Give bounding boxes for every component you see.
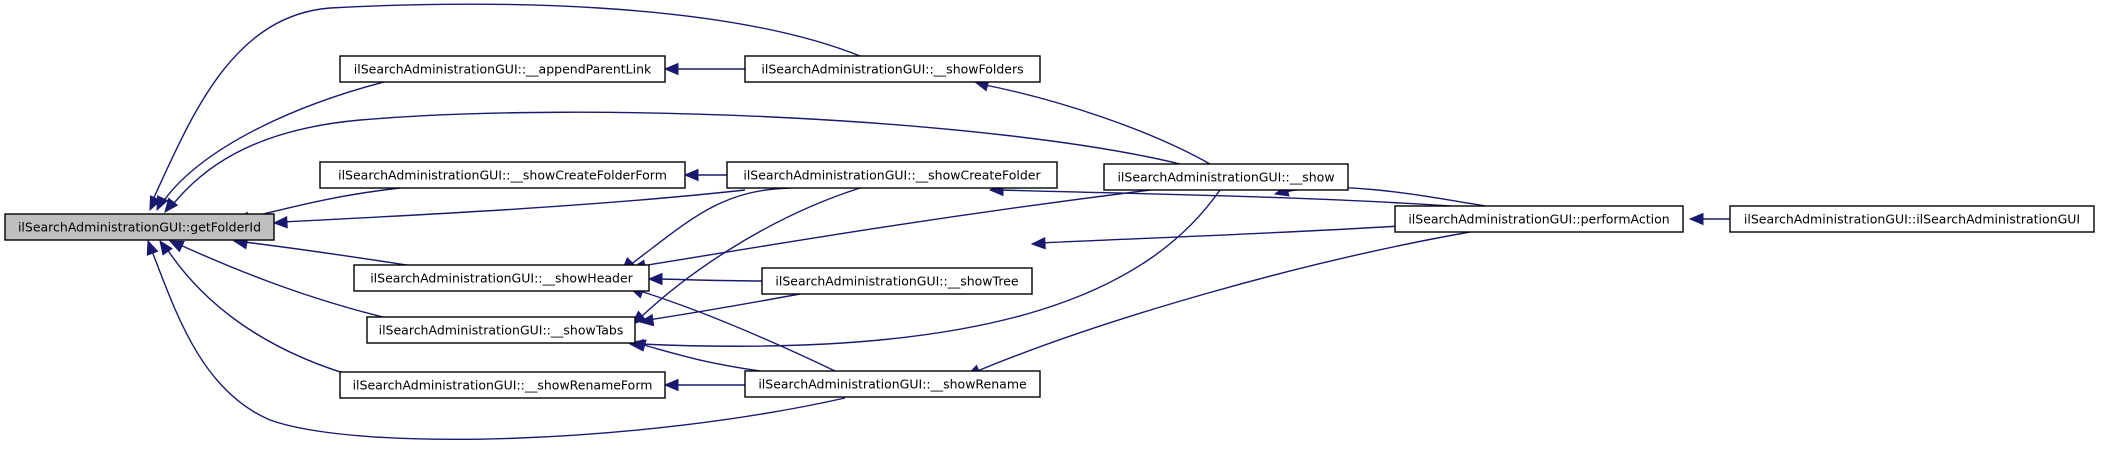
node-label: ilSearchAdministrationGUI::__showTabs xyxy=(379,323,624,338)
arrowhead-show-to-getFolderId xyxy=(164,197,179,214)
node-label: ilSearchAdministrationGUI::__showRenameF… xyxy=(353,378,653,393)
node-label: ilSearchAdministrationGUI::__show xyxy=(1117,170,1334,185)
edge-show-to-getFolderId xyxy=(169,111,1181,209)
arrowhead-showFolders-to-getFolderId xyxy=(149,195,162,212)
arrowhead-showRenameForm-to-getFolderId xyxy=(159,239,173,256)
edge-show-to-showHeader xyxy=(641,189,1151,267)
edge-show-to-showFolders xyxy=(984,84,1211,165)
node-box xyxy=(319,161,686,189)
node-box xyxy=(1103,163,1349,191)
node-constructor[interactable]: ilSearchAdministrationGUI::ilSearchAdmin… xyxy=(1729,205,2095,233)
edge-showTree-to-showHeader xyxy=(658,278,763,282)
nodes-layer: ilSearchAdministrationGUI::getFolderIdil… xyxy=(4,55,2095,399)
node-box xyxy=(726,161,1058,189)
node-showFolders[interactable]: ilSearchAdministrationGUI::__showFolders xyxy=(744,55,1041,83)
node-label: ilSearchAdministrationGUI::ilSearchAdmin… xyxy=(1744,212,2080,227)
node-showCreateFolder[interactable]: ilSearchAdministrationGUI::__showCreateF… xyxy=(726,161,1058,189)
edge-performAction-to-showCreateFolder xyxy=(999,189,1451,207)
node-label: ilSearchAdministrationGUI::__showHeader xyxy=(370,271,633,286)
node-box xyxy=(744,370,1041,398)
node-label: ilSearchAdministrationGUI::__showRename xyxy=(758,377,1027,392)
node-showRenameForm[interactable]: ilSearchAdministrationGUI::__showRenameF… xyxy=(339,371,666,399)
edge-appendParentLink-to-getFolderId xyxy=(159,81,385,207)
edge-performAction-to-showRename xyxy=(974,231,1471,373)
edge-showTabs-to-getFolderId xyxy=(177,243,396,321)
node-box xyxy=(761,267,1033,295)
node-showTree[interactable]: ilSearchAdministrationGUI::__showTree xyxy=(761,267,1033,295)
node-label: ilSearchAdministrationGUI::__showCreateF… xyxy=(338,168,667,183)
arrowhead-performAction-to-showTree xyxy=(1030,237,1046,250)
arrowhead-showCreateFolder-to-showCreateFolderForm xyxy=(683,168,699,182)
edge-showCreateFolder-to-showTabs xyxy=(639,187,861,319)
node-performAction[interactable]: ilSearchAdministrationGUI::performAction xyxy=(1394,205,1684,233)
arrowhead-showRename-to-getFolderId xyxy=(146,239,159,256)
arrowhead-showTree-to-showTabs xyxy=(638,313,655,327)
node-box xyxy=(1729,205,2095,233)
node-showTabs[interactable]: ilSearchAdministrationGUI::__showTabs xyxy=(366,316,636,344)
node-show[interactable]: ilSearchAdministrationGUI::__show xyxy=(1103,163,1349,191)
edge-showRenameForm-to-getFolderId xyxy=(164,245,361,379)
node-box xyxy=(366,316,636,344)
edge-showRename-to-showTabs xyxy=(639,343,761,372)
node-box xyxy=(353,264,650,292)
edge-showFolders-to-getFolderId xyxy=(149,3,861,207)
node-showCreateFolderForm[interactable]: ilSearchAdministrationGUI::__showCreateF… xyxy=(319,161,686,189)
edge-showHeader-to-getFolderId xyxy=(243,241,421,268)
edge-showCreateFolder-to-getFolderId xyxy=(281,189,746,223)
node-box xyxy=(339,55,666,83)
arrowhead-showTree-to-showHeader xyxy=(647,272,663,286)
node-label: ilSearchAdministrationGUI::performAction xyxy=(1408,212,1669,227)
node-showRename[interactable]: ilSearchAdministrationGUI::__showRename xyxy=(744,370,1041,398)
edge-showRename-to-getFolderId xyxy=(149,245,846,441)
edge-performAction-to-showTree xyxy=(1039,225,1401,244)
node-label: ilSearchAdministrationGUI::__showCreateF… xyxy=(743,168,1041,183)
arrowhead-constructor-to-performAction xyxy=(1688,212,1704,226)
arrowhead-showTabs-to-getFolderId xyxy=(168,240,185,253)
node-appendParentLink[interactable]: ilSearchAdministrationGUI::__appendParen… xyxy=(339,55,666,83)
node-box xyxy=(339,371,666,399)
arrowhead-showCreateFolder-to-getFolderId xyxy=(272,216,288,229)
edge-showTree-to-showTabs xyxy=(647,293,801,321)
node-label: ilSearchAdministrationGUI::__showTree xyxy=(775,274,1018,289)
node-label: ilSearchAdministrationGUI::__showFolders xyxy=(761,62,1023,77)
arrowhead-showFolders-to-appendParentLink xyxy=(663,62,679,76)
edge-showRename-to-showHeader xyxy=(639,290,836,372)
arrowhead-showRename-to-showRenameForm xyxy=(663,378,679,392)
node-label: ilSearchAdministrationGUI::__appendParen… xyxy=(354,62,652,77)
node-label: ilSearchAdministrationGUI::getFolderId xyxy=(18,220,261,235)
edge-showCreateFolder-to-showHeader xyxy=(629,187,791,266)
node-getFolderId[interactable]: ilSearchAdministrationGUI::getFolderId xyxy=(4,213,275,241)
node-box xyxy=(1394,205,1684,233)
edge-show-to-showTabs xyxy=(639,189,1221,347)
node-box xyxy=(4,213,275,241)
node-showHeader[interactable]: ilSearchAdministrationGUI::__showHeader xyxy=(353,264,650,292)
node-box xyxy=(744,55,1041,83)
